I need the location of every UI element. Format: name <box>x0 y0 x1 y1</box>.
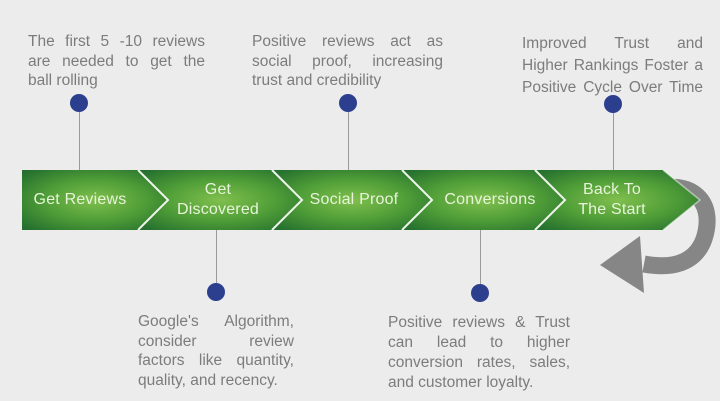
segment-label-back-to-start: Back To The Start <box>552 170 672 230</box>
callout-text-line: Google's Algorithm, <box>138 313 294 330</box>
callout-text-line: ball rolling <box>28 72 98 89</box>
callout-text-line: conversion rates, sales, <box>388 354 570 371</box>
connector-line-social-proof <box>347 112 349 170</box>
callout-google-algorithm: Google's Algorithm, consider review fact… <box>138 312 294 390</box>
segment-shape-back-to-start <box>535 170 700 230</box>
connector-line-get-discovered <box>215 230 217 283</box>
segment-label-get-discovered: Get Discovered <box>158 170 278 230</box>
connector-line-conversions <box>479 230 481 284</box>
segment-label-conversions: Conversions <box>430 170 550 230</box>
segment-label-line: Discovered <box>176 201 260 218</box>
segment-label-line: Get Reviews <box>33 190 127 208</box>
segment-shape-get-reviews <box>22 170 168 230</box>
callout-text-line: Higher Rankings Foster a <box>522 57 703 74</box>
callout-text-line: and customer loyalty. <box>388 374 534 391</box>
callout-positive-cycle: Improved Trust and Higher Rankings Foste… <box>522 33 703 99</box>
callout-text-line: trust and credibility <box>252 72 382 89</box>
connector-line-get-reviews <box>78 112 80 170</box>
loop-back-arrowhead <box>600 236 644 293</box>
segment-shape-conversions <box>402 170 565 230</box>
segment-label-social-proof: Social Proof <box>294 170 414 230</box>
segment-label-line: Get <box>204 180 232 198</box>
connector-dot-back-to-start <box>604 95 622 113</box>
callout-text-line: can lead to higher <box>388 334 570 351</box>
segment-label-line: The Start <box>578 201 646 218</box>
callout-text-line: social proof, increasing <box>252 52 443 70</box>
segment-label-line: Conversions <box>444 190 536 208</box>
connector-dot-conversions <box>471 284 489 302</box>
callout-text-line: Positive Cycle Over Time <box>522 79 703 96</box>
segment-label-get-reviews: Get Reviews <box>22 170 138 230</box>
connector-dot-social-proof <box>339 94 357 112</box>
connector-dot-get-discovered <box>207 283 225 301</box>
segment-divider-lines <box>137 169 567 231</box>
callout-social-proof: Positive reviews act as social proof, in… <box>252 32 443 91</box>
callout-text-line: quality, and recency. <box>138 371 278 389</box>
callout-text-line: The first 5 -10 reviews <box>28 33 205 50</box>
connector-dot-get-reviews <box>70 94 88 112</box>
segment-label-line: Back To <box>582 180 642 198</box>
callout-text-line: consider review <box>138 332 294 350</box>
callout-conversion-loyalty: Positive reviews & Trust can lead to hig… <box>388 313 570 393</box>
callout-text-line: Improved Trust and <box>522 35 703 52</box>
callout-text-line: Positive reviews & Trust <box>388 314 570 331</box>
band-tip-edge <box>662 169 702 231</box>
callout-text-line: factors like quantity, <box>138 352 294 369</box>
callout-first-reviews: The first 5 -10 reviews are needed to ge… <box>28 32 205 91</box>
segment-label-line: Social Proof <box>309 190 399 208</box>
callout-text-line: Positive reviews act as <box>252 33 443 50</box>
callout-text-line: are needed to get the <box>28 52 205 70</box>
connector-line-back-to-start <box>612 113 614 170</box>
segment-shape-get-discovered <box>138 170 302 230</box>
segment-shape-social-proof <box>272 170 432 230</box>
